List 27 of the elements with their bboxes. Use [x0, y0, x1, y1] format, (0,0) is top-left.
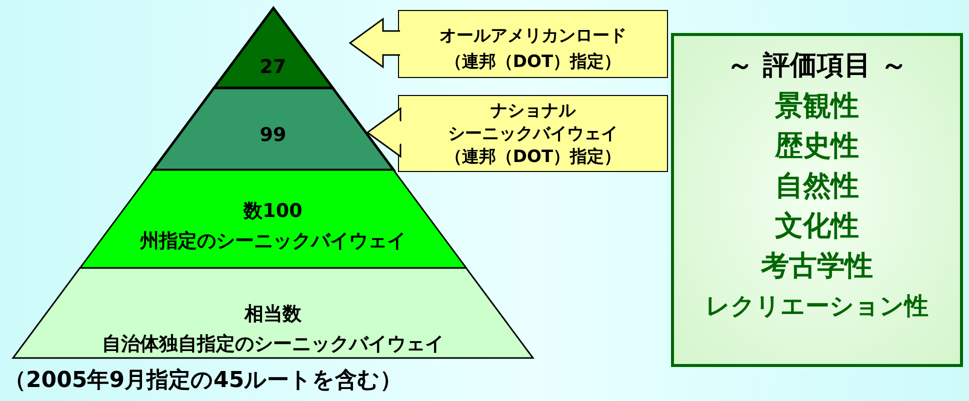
callout-title: オールアメリカンロード	[438, 25, 628, 47]
callout-text: （連邦（DOT）指定）	[444, 146, 622, 168]
note-text: （2005年9月指定の45ルートを含む）	[4, 366, 402, 395]
block-arrow	[366, 107, 402, 158]
tier-count: 相当数	[243, 303, 302, 325]
tier-description: 自治体独自指定のシーニックバイウェイ	[101, 333, 445, 355]
callout-box	[398, 10, 668, 78]
callout-title: ナショナル	[490, 100, 577, 122]
callout-text: （連邦（DOT）指定）	[444, 51, 622, 73]
tier-count: 数100	[242, 200, 304, 222]
tier-count: 99	[258, 124, 288, 146]
criteria-item: レクリエーション性	[704, 291, 930, 322]
pyramid-tier	[13, 268, 533, 358]
block-arrow	[348, 18, 401, 68]
criteria-item: 歴史性	[774, 128, 860, 164]
callout-text: シーニックバイウェイ	[447, 123, 619, 145]
tier-count: 27	[258, 56, 288, 78]
tier-description: 州指定のシーニックバイウェイ	[138, 230, 407, 252]
pyramid-tier	[80, 170, 466, 268]
criteria-item: 景観性	[774, 88, 860, 124]
criteria-item: 文化性	[774, 208, 860, 244]
criteria-panel	[671, 33, 963, 367]
pyramid-tier	[152, 88, 394, 170]
criteria-item: 考古学性	[760, 248, 874, 284]
callout-box	[398, 95, 668, 172]
panel-heading: ～ 評価項目 ～	[726, 49, 908, 83]
criteria-item: 自然性	[774, 168, 860, 204]
